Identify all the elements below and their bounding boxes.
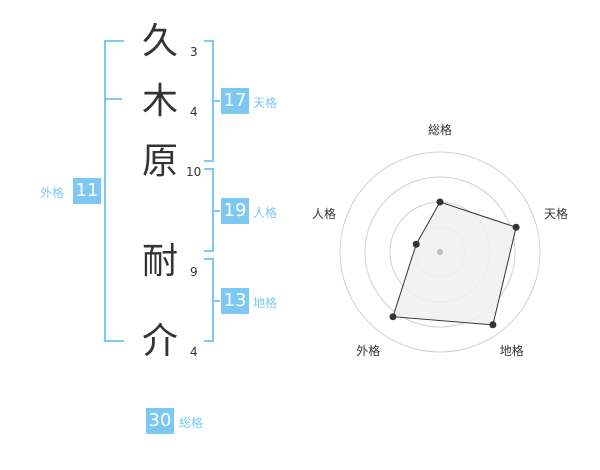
stroke-count-4: 9 [190, 265, 198, 279]
gaikaku-value: 11 [73, 178, 101, 204]
jinkaku-value: 19 [221, 198, 249, 224]
tenkaku-label: 天格 [253, 96, 278, 110]
radar-center-point [437, 249, 443, 255]
jinkaku-label: 人格 [253, 206, 278, 220]
radar-point-4 [389, 313, 397, 321]
chikaku-label: 地格 [253, 296, 278, 310]
radar-point-2 [512, 223, 520, 231]
gaikaku-bracket-tick [104, 98, 122, 100]
radar-axis-label-4: 外格 [356, 343, 381, 358]
tenkaku-value: 17 [221, 88, 249, 114]
gaikaku-bracket [104, 40, 124, 342]
name-char-4: 耐 [141, 241, 178, 282]
stroke-count-1: 3 [190, 45, 198, 59]
soukaku-value: 30 [146, 408, 174, 434]
soukaku-label: 総格 [179, 416, 204, 430]
name-char-2: 木 [141, 81, 178, 122]
name-char-3: 原 [141, 141, 178, 182]
radar-point-3 [489, 321, 497, 329]
chikaku-connector [212, 300, 220, 302]
radar-grid-ring [339, 151, 541, 353]
tenkaku-connector [212, 100, 220, 102]
radar-axis-label-2: 天格 [544, 207, 569, 222]
jinkaku-connector [212, 210, 220, 212]
radar-grid-ring [364, 176, 516, 328]
radar-axis-label-5: 人格 [311, 207, 336, 222]
stroke-count-2: 4 [190, 105, 198, 119]
name-char-5: 介 [141, 321, 178, 362]
stroke-count-3: 10 [186, 165, 202, 179]
gaikaku-label: 外格 [40, 186, 65, 200]
radar-axis-label-1: 総格 [428, 123, 453, 137]
radar-point-5 [412, 240, 420, 248]
radar-area [392, 201, 517, 326]
radar-axis-label-3: 地格 [499, 343, 524, 358]
chikaku-value: 13 [221, 288, 249, 314]
name-char-1: 久 [141, 21, 178, 62]
stroke-count-5: 4 [190, 345, 198, 359]
radar-point-1 [436, 198, 444, 206]
